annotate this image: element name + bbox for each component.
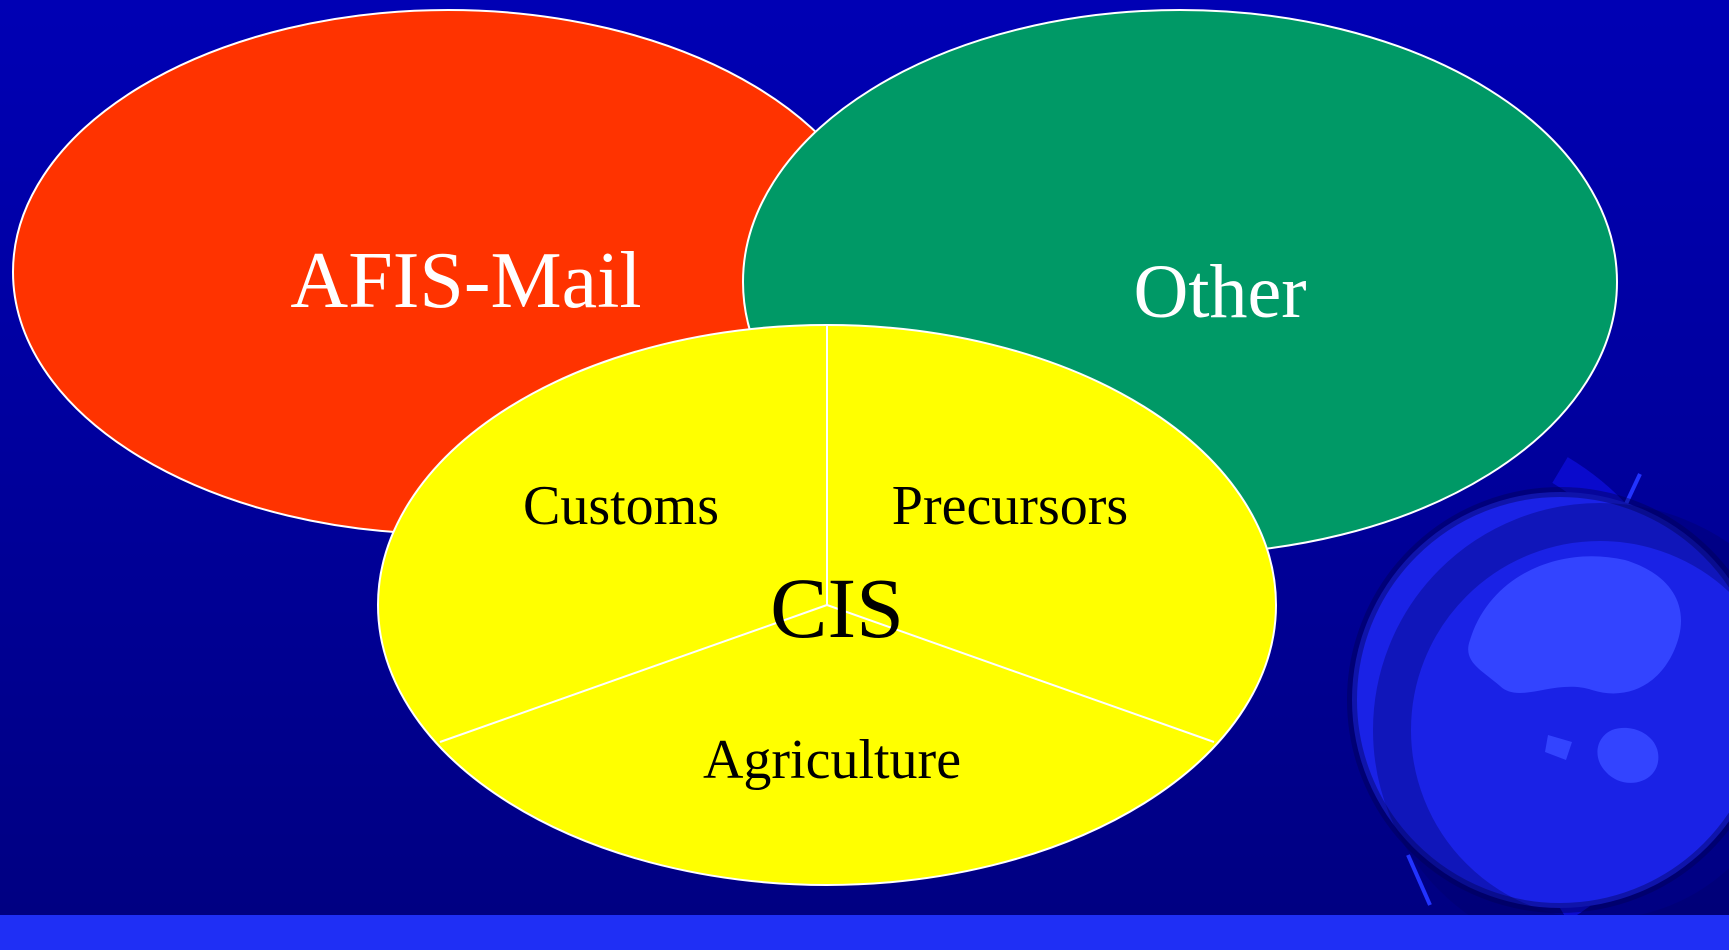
sector-label-agriculture: Agriculture <box>703 729 961 791</box>
cis-label: CIS <box>770 560 904 656</box>
bottom-bar <box>0 915 1729 950</box>
sector-label-customs: Customs <box>523 475 719 537</box>
sector-label-precursors: Precursors <box>892 475 1128 537</box>
globe-icon <box>1347 457 1729 950</box>
sector-divider-left <box>439 604 828 743</box>
other-label: Other <box>1133 250 1306 334</box>
sector-divider-right <box>826 604 1215 743</box>
afis-mail-label: AFIS-Mail <box>290 237 641 325</box>
